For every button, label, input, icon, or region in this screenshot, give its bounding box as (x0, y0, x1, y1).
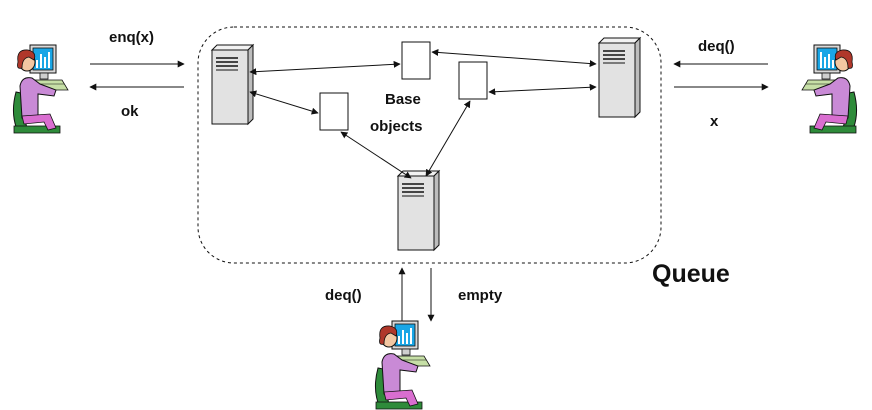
deq-label-right: deq() (698, 38, 735, 55)
base-object-top-icon (401, 41, 431, 80)
link-left-object-to-server-bottom (340, 131, 412, 179)
client-bottom-icon (374, 320, 431, 410)
client-top-right-icon (801, 44, 858, 134)
link-right-object-to-server-right (488, 83, 597, 96)
base-object-left-icon (319, 92, 349, 131)
server-left-icon (211, 44, 254, 125)
enq-label: enq(x) (109, 29, 154, 46)
empty-label: empty (458, 287, 503, 304)
server-right-icon (598, 37, 641, 118)
link-server-left-to-top-object (249, 60, 401, 76)
deq-label-bottom: deq() (325, 287, 362, 304)
queue-title: Queue (652, 260, 730, 288)
link-right-object-to-server-bottom (425, 100, 471, 177)
link-server-left-to-left-object (249, 90, 319, 115)
objects-label: objects (370, 118, 423, 135)
server-bottom-icon (397, 170, 440, 251)
x-label: x (710, 113, 719, 130)
base-object-right-icon (458, 61, 488, 100)
link-top-object-to-server-right (431, 48, 597, 68)
client-top-left-icon (12, 44, 69, 134)
queue-boundary (197, 26, 662, 264)
base-label: Base (385, 91, 421, 108)
ok-label: ok (121, 103, 139, 120)
